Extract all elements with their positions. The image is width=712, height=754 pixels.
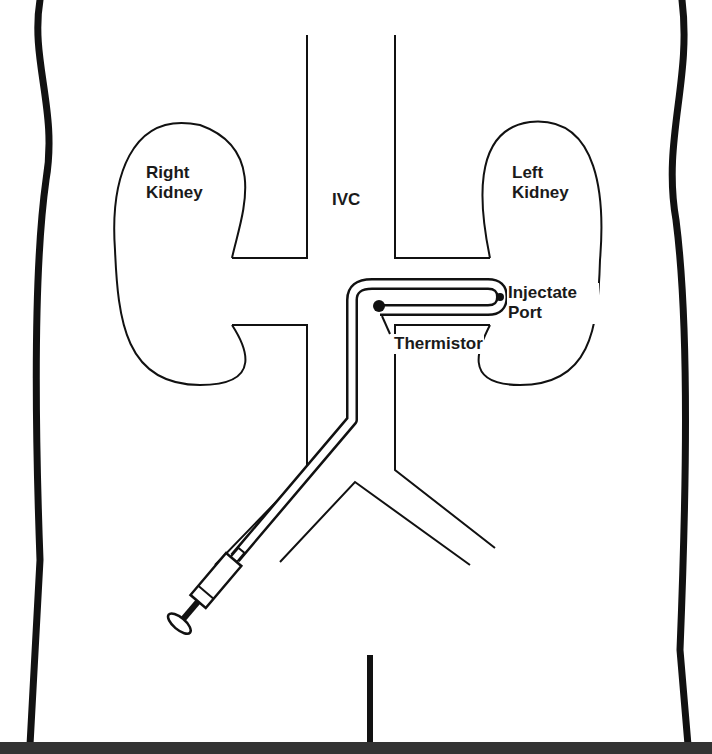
kidney-outline	[108, 115, 313, 393]
body-outline	[672, 0, 688, 745]
ivc-wall	[395, 325, 495, 548]
callout-label: Thermistor	[393, 334, 484, 354]
injectate-port	[496, 293, 504, 301]
catheter	[235, 284, 502, 558]
callout-label: IVC	[331, 190, 361, 210]
midline	[367, 655, 373, 742]
catheter-lumen	[235, 284, 502, 558]
organ-label: Right Kidney	[146, 163, 236, 204]
iliac-vein	[280, 482, 470, 565]
ivc-wall	[395, 35, 490, 258]
bottom-bar	[0, 742, 712, 754]
leader-line	[382, 316, 390, 334]
ivc-wall	[232, 35, 307, 258]
callout-label: Injectate Port	[507, 283, 599, 324]
kidney-node: Right Kidney	[108, 115, 313, 393]
body-outline	[30, 0, 49, 745]
organ-label: Left Kidney	[512, 163, 592, 204]
thermistor-tip	[373, 300, 385, 312]
syringe	[165, 541, 252, 637]
